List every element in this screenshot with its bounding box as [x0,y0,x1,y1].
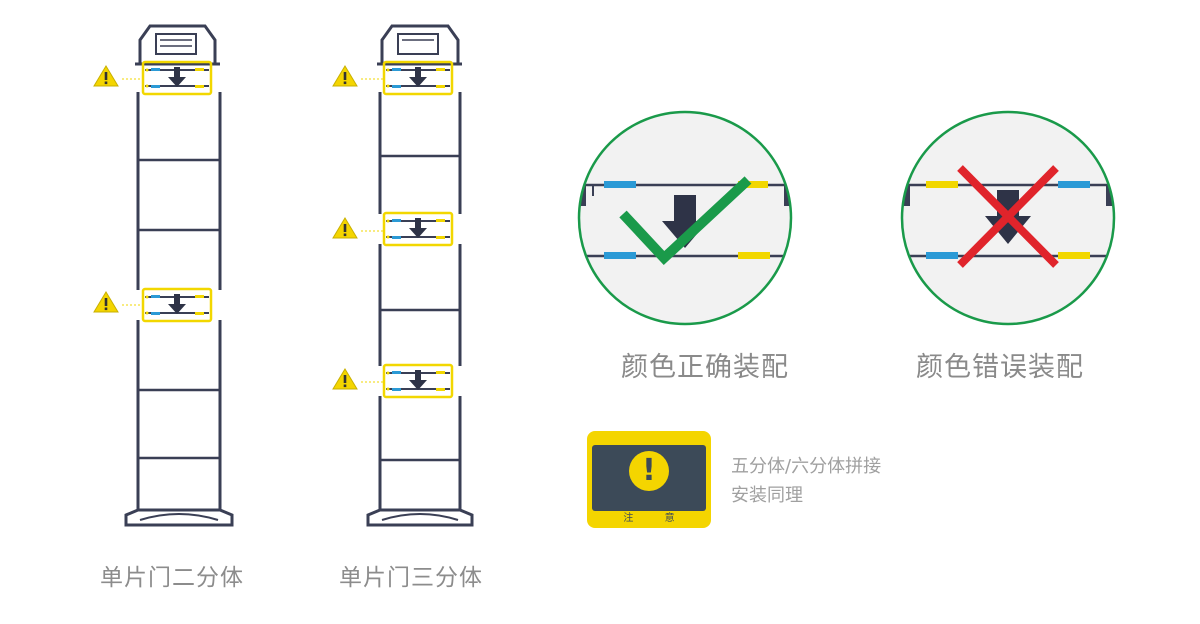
notice-label: 注 意 [623,513,689,524]
tower-three-section [366,24,474,527]
exclamation-icon: ! [629,451,669,491]
warning-triangle-icon [332,217,358,239]
notice-card: ! 注 意 [587,431,711,528]
warning-triangle-icon [332,368,358,390]
cross-mark-icon [957,165,1059,268]
tower-two-section [124,24,234,527]
note-line-2: 安装同理 [731,485,803,506]
caption-three-section: 单片门三分体 [339,565,483,591]
warning-triangle-icon [93,65,119,87]
caption-wrong: 颜色错误装配 [916,352,1084,383]
note-line-1: 五分体/六分体拼接 [731,456,882,477]
caption-correct: 颜色正确装配 [621,352,789,383]
note-text: 五分体/六分体拼接 安装同理 [731,452,881,510]
check-mark-icon [619,176,752,266]
caption-two-section: 单片门二分体 [100,565,244,591]
warning-triangle-icon [332,65,358,87]
warning-triangle-icon [93,291,119,313]
correct-assembly-zoom [577,110,793,326]
wrong-assembly-zoom [900,110,1116,326]
